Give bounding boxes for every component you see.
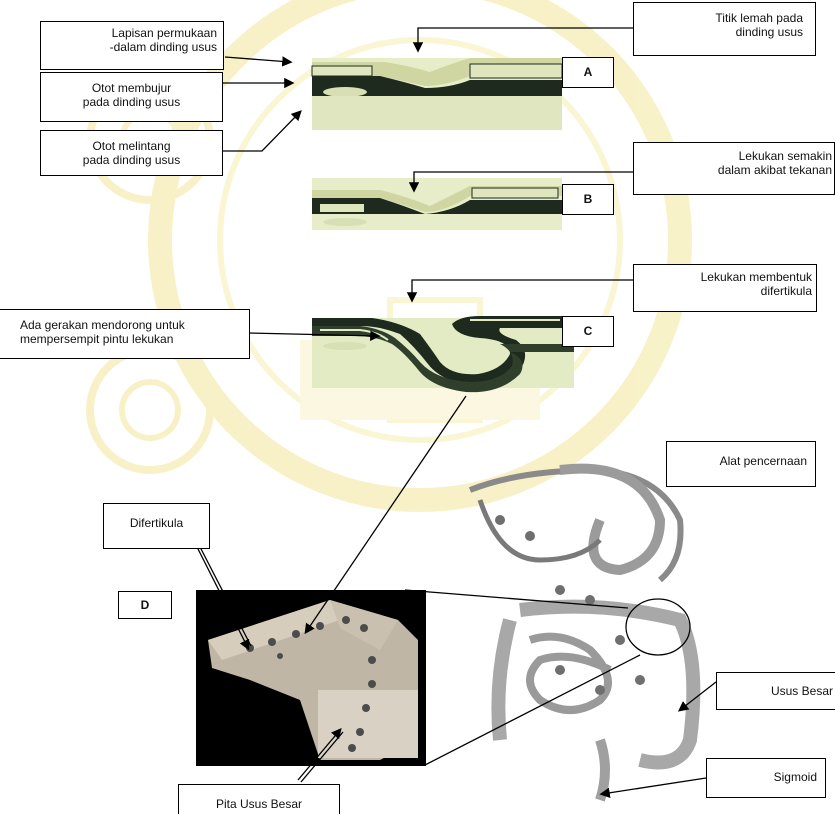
label-titik-lemah-line2: dinding usus: [646, 25, 803, 39]
label-alat-pencernaan-text: Alat pencernaan: [675, 454, 807, 468]
label-alat-pencernaan: Alat pencernaan: [666, 441, 816, 487]
panel-tag-b-text: B: [563, 192, 613, 206]
label-ada-gerakan: Ada gerakan mendorong untuk mempersempit…: [0, 309, 250, 359]
label-lekukan-semakin: Lekukan semakin dalam akibat tekanan: [633, 142, 835, 195]
panel-tag-d: D: [118, 591, 172, 619]
label-lapisan-permukaan: Lapisan permukaan -dalam dinding usus: [40, 21, 224, 70]
panel-a-wall-section: [312, 58, 562, 130]
label-titik-lemah: Titik lemah pada dinding usus: [633, 2, 816, 56]
panel-tag-c: C: [562, 316, 614, 347]
panel-tag-a-text: A: [563, 65, 613, 79]
label-usus-besar: Usus Besar: [716, 672, 835, 710]
label-sigmoid-text: Sigmoid: [707, 770, 817, 784]
panel-tag-a: A: [562, 57, 614, 88]
label-ada-gerakan-line1: Ada gerakan mendorong untuk: [20, 318, 245, 332]
panel-tag-c-text: C: [563, 324, 613, 338]
panel-c-wall-section: [312, 316, 574, 392]
label-sigmoid: Sigmoid: [706, 758, 826, 798]
panel-b-wall-section: [312, 178, 562, 230]
label-pita-usus-besar: Pita Usus Besar: [178, 784, 340, 814]
label-lekukan-semakin-line1: Lekukan semakin: [634, 149, 832, 163]
label-lapisan-line2: -dalam dinding usus: [47, 40, 217, 54]
label-difertikula-text: Difertikula: [108, 516, 205, 530]
label-otot-melintang: Otot melintang pada dinding usus: [40, 130, 223, 176]
label-otot-membujur-line2: pada dinding usus: [45, 95, 218, 109]
label-otot-membujur: Otot membujur pada dinding usus: [40, 72, 223, 122]
label-lekukan-membentuk: Lekukan membentuk difertikula: [633, 264, 817, 312]
label-otot-melintang-line1: Otot melintang: [45, 139, 218, 153]
label-pita-usus-besar-text: Pita Usus Besar: [183, 797, 335, 811]
label-difertikula: Difertikula: [103, 503, 210, 549]
panel-tag-d-text: D: [119, 598, 171, 612]
label-lapisan-line1: Lapisan permukaan: [47, 26, 217, 40]
label-lekukan-membentuk-line1: Lekukan membentuk: [638, 270, 812, 284]
label-ada-gerakan-line2: mempersempit pintu lekukan: [20, 332, 245, 346]
label-titik-lemah-line1: Titik lemah pada: [646, 11, 803, 25]
label-usus-besar-text: Usus Besar: [717, 684, 833, 698]
label-otot-melintang-line2: pada dinding usus: [45, 153, 218, 167]
digestive-system-illustration: [470, 469, 693, 800]
label-otot-membujur-line1: Otot membujur: [45, 81, 218, 95]
label-lekukan-semakin-line2: dalam akibat tekanan: [634, 163, 832, 177]
colon-closeup-image: [196, 590, 426, 766]
label-lekukan-membentuk-line2: difertikula: [638, 284, 812, 298]
panel-tag-b: B: [562, 184, 614, 215]
